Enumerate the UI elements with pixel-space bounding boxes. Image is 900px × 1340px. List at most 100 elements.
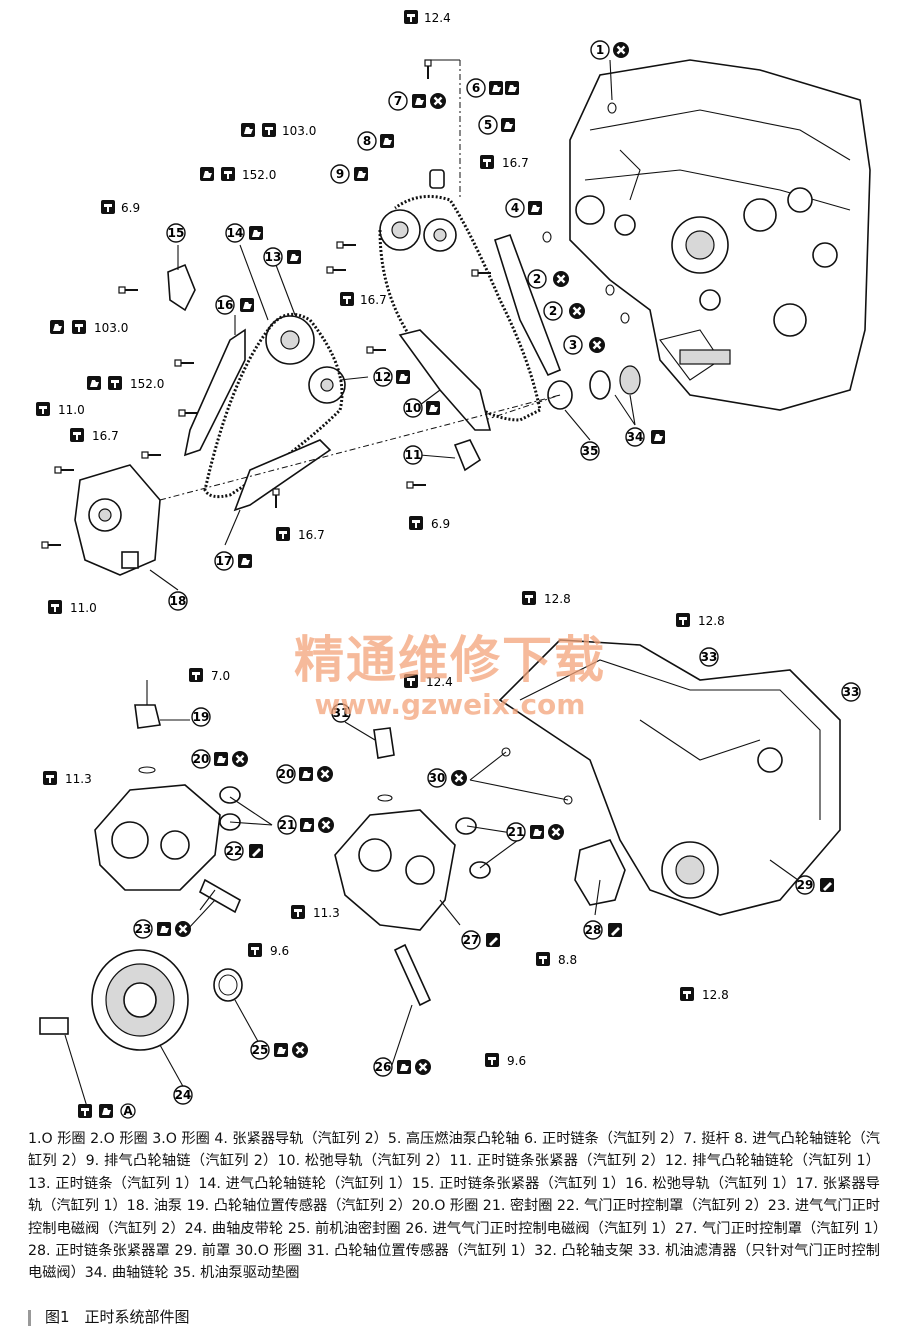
watermark: 精通维修下载 www.gzweix.com — [270, 620, 630, 721]
oil-can-icon — [200, 167, 214, 181]
oil-can-icon — [505, 81, 519, 95]
torque-152-mid: 152.0 — [87, 376, 164, 391]
torque-9-6-b: 9.6 — [485, 1053, 526, 1068]
callout-21a: 21 — [277, 815, 297, 835]
x-circle-icon — [611, 40, 631, 60]
svg-text:13: 13 — [265, 250, 282, 264]
callout-17: 17 — [214, 551, 234, 571]
svg-text:16.7: 16.7 — [92, 429, 119, 443]
svg-text:11.0: 11.0 — [58, 403, 85, 417]
callout-27: 27 — [461, 930, 481, 950]
bank2-chain — [378, 169, 562, 431]
oil-can-icon — [287, 250, 301, 264]
x-circle-icon — [173, 919, 193, 939]
torque-12-4-top: 12.4 — [404, 10, 451, 25]
torque-wrench-icon — [409, 516, 423, 530]
sealant-tube-icon — [820, 878, 834, 892]
o-rings-upper — [542, 102, 630, 324]
torque-wrench-icon — [522, 591, 536, 605]
svg-text:20: 20 — [193, 752, 210, 766]
svg-text:24: 24 — [175, 1088, 192, 1102]
torque-16-7-b: 16.7 — [340, 292, 387, 307]
torque-12-8-a: 12.8 — [522, 591, 571, 606]
svg-text:11: 11 — [405, 448, 422, 462]
callout-33b: 33 — [841, 682, 861, 702]
timing-system-diagram: 1 2 2 3 4 5 6 7 8 9 10 11 12 13 14 15 16… — [36, 10, 871, 1119]
crank-pulley — [39, 949, 243, 1051]
torque-wrench-icon — [536, 952, 550, 966]
torque-6-9-b: 6.9 — [409, 516, 450, 531]
oil-can-icon — [87, 376, 101, 390]
callout-6: 6 — [466, 78, 486, 98]
svg-text:2: 2 — [549, 304, 557, 318]
crank-parts — [469, 365, 641, 426]
callout-21b: 21 — [506, 822, 526, 842]
oil-can-icon — [238, 554, 252, 568]
svg-text:20: 20 — [278, 767, 295, 781]
oil-can-icon — [501, 118, 515, 132]
svg-text:35: 35 — [582, 444, 599, 458]
callout-13: 13 — [263, 247, 283, 267]
callout-31: 31 — [331, 703, 351, 723]
svg-text:3: 3 — [569, 338, 577, 352]
x-circle-icon — [290, 1040, 310, 1060]
torque-152-top: 152.0 — [200, 167, 276, 182]
svg-text:31: 31 — [333, 706, 350, 720]
engine-block — [569, 59, 871, 411]
svg-text:33: 33 — [701, 650, 718, 664]
oil-can-icon — [240, 298, 254, 312]
callout-3: 3 — [563, 335, 583, 355]
torque-12-8-b: 12.8 — [676, 613, 725, 628]
x-circle-icon — [230, 749, 250, 769]
oil-can-icon — [489, 81, 503, 95]
figure-caption: 图1 正时系统部件图 — [28, 1306, 190, 1327]
callout-19: 19 — [191, 707, 211, 727]
callout-11: 11 — [403, 445, 423, 465]
torque-wrench-icon — [101, 200, 115, 214]
svg-text:30: 30 — [429, 771, 446, 785]
torque-wrench-icon — [48, 600, 62, 614]
callout-15: 15 — [166, 223, 186, 243]
torque-wrench-icon — [340, 292, 354, 306]
torque-wrench-icon — [291, 905, 305, 919]
svg-text:29: 29 — [797, 878, 814, 892]
oil-can-icon — [651, 430, 665, 444]
x-circle-icon — [587, 335, 607, 355]
callouts: 1 2 2 3 4 5 6 7 8 9 10 11 12 13 14 15 16… — [133, 40, 861, 1105]
cam-sensors — [134, 680, 395, 802]
svg-text:5: 5 — [484, 118, 492, 132]
svg-text:9.6: 9.6 — [507, 1054, 526, 1068]
oil-can-icon — [528, 201, 542, 215]
x-circle-icon — [546, 822, 566, 842]
oil-can-icon — [274, 1043, 288, 1057]
callout-22: 22 — [224, 841, 244, 861]
callout-30: 30 — [427, 768, 447, 788]
torque-wrench-icon — [262, 123, 276, 137]
svg-text:17: 17 — [216, 554, 233, 568]
oil-can-icon — [397, 1060, 411, 1074]
torque-12-8-c: 12.8 — [680, 987, 729, 1002]
callout-20b: 20 — [276, 764, 296, 784]
torque-wrench-icon — [221, 167, 235, 181]
oil-can-icon — [214, 752, 228, 766]
torque-wrench-icon — [404, 10, 418, 24]
torque-wrench-icon — [680, 987, 694, 1001]
svg-text:7: 7 — [394, 94, 402, 108]
svg-text:103.0: 103.0 — [282, 124, 316, 138]
svg-text:16.7: 16.7 — [298, 528, 325, 542]
callout-4: 4 — [505, 198, 525, 218]
svg-text:33: 33 — [843, 685, 860, 699]
oil-can-icon — [99, 1104, 113, 1118]
front-cover — [498, 639, 841, 916]
callout-12: 12 — [373, 367, 393, 387]
torque-11-0-a: 11.0 — [36, 402, 85, 417]
oil-can-icon — [412, 94, 426, 108]
oil-can-icon — [299, 767, 313, 781]
svg-text:12.4: 12.4 — [424, 11, 451, 25]
x-circle-icon — [449, 768, 469, 788]
sealant-tube-icon — [608, 923, 622, 937]
parts-legend: 1.O 形圈 2.O 形圈 3.O 形圈 4. 张紧器导轨（汽缸列 2）5. 高… — [28, 1131, 880, 1282]
svg-text:25: 25 — [252, 1043, 269, 1057]
bank1-chain — [167, 263, 482, 512]
svg-text:15: 15 — [168, 226, 185, 240]
